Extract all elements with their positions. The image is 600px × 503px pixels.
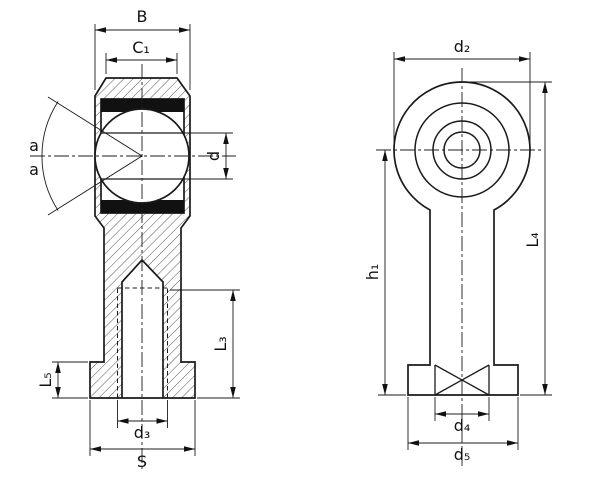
angle-line-upper <box>47 96 143 157</box>
dim-label-L3: L₃ <box>211 336 230 351</box>
front-section-view: a a B C₁ d L₃ <box>29 7 240 471</box>
dim-L5: L₅ <box>36 361 88 399</box>
dim-label-B: B <box>137 7 148 26</box>
dim-d4: d₄ <box>434 397 490 435</box>
angle-line-lower <box>47 155 143 216</box>
lower-seal-band <box>101 200 184 213</box>
dim-label-d3: d₃ <box>134 423 151 442</box>
dim-label-h1: h₁ <box>363 264 382 281</box>
dim-label-d2: d₂ <box>454 37 471 56</box>
dim-L3: L₃ <box>170 289 240 399</box>
dim-h1: h₁ <box>363 150 406 396</box>
dim-label-d5: d₅ <box>454 445 471 464</box>
dim-B: B <box>94 7 191 90</box>
dim-label-a-upper: a <box>29 136 39 155</box>
dim-label-C1: C₁ <box>132 38 150 57</box>
dim-label-S: S <box>137 452 147 471</box>
misalignment-angle: a a <box>29 96 143 216</box>
upper-seal-band <box>101 99 184 112</box>
dim-d5: d₅ <box>407 397 519 464</box>
dim-d2: d₂ <box>393 37 531 146</box>
dim-label-L5: L₅ <box>36 372 55 387</box>
dim-label-d: d <box>204 151 223 161</box>
dim-label-a-lower: a <box>29 160 39 179</box>
dim-label-L4: L₄ <box>523 232 542 247</box>
dim-label-d4: d₄ <box>454 416 471 435</box>
dim-S: S <box>89 400 196 471</box>
dim-C1: C₁ <box>105 38 178 74</box>
side-view: d₂ h₁ L₄ d₄ d₅ <box>363 37 552 466</box>
angle-arc <box>41 101 59 211</box>
dim-L4: L₄ <box>468 81 552 396</box>
dim-d: d <box>184 132 233 180</box>
dim-d3: d₃ <box>117 400 168 442</box>
